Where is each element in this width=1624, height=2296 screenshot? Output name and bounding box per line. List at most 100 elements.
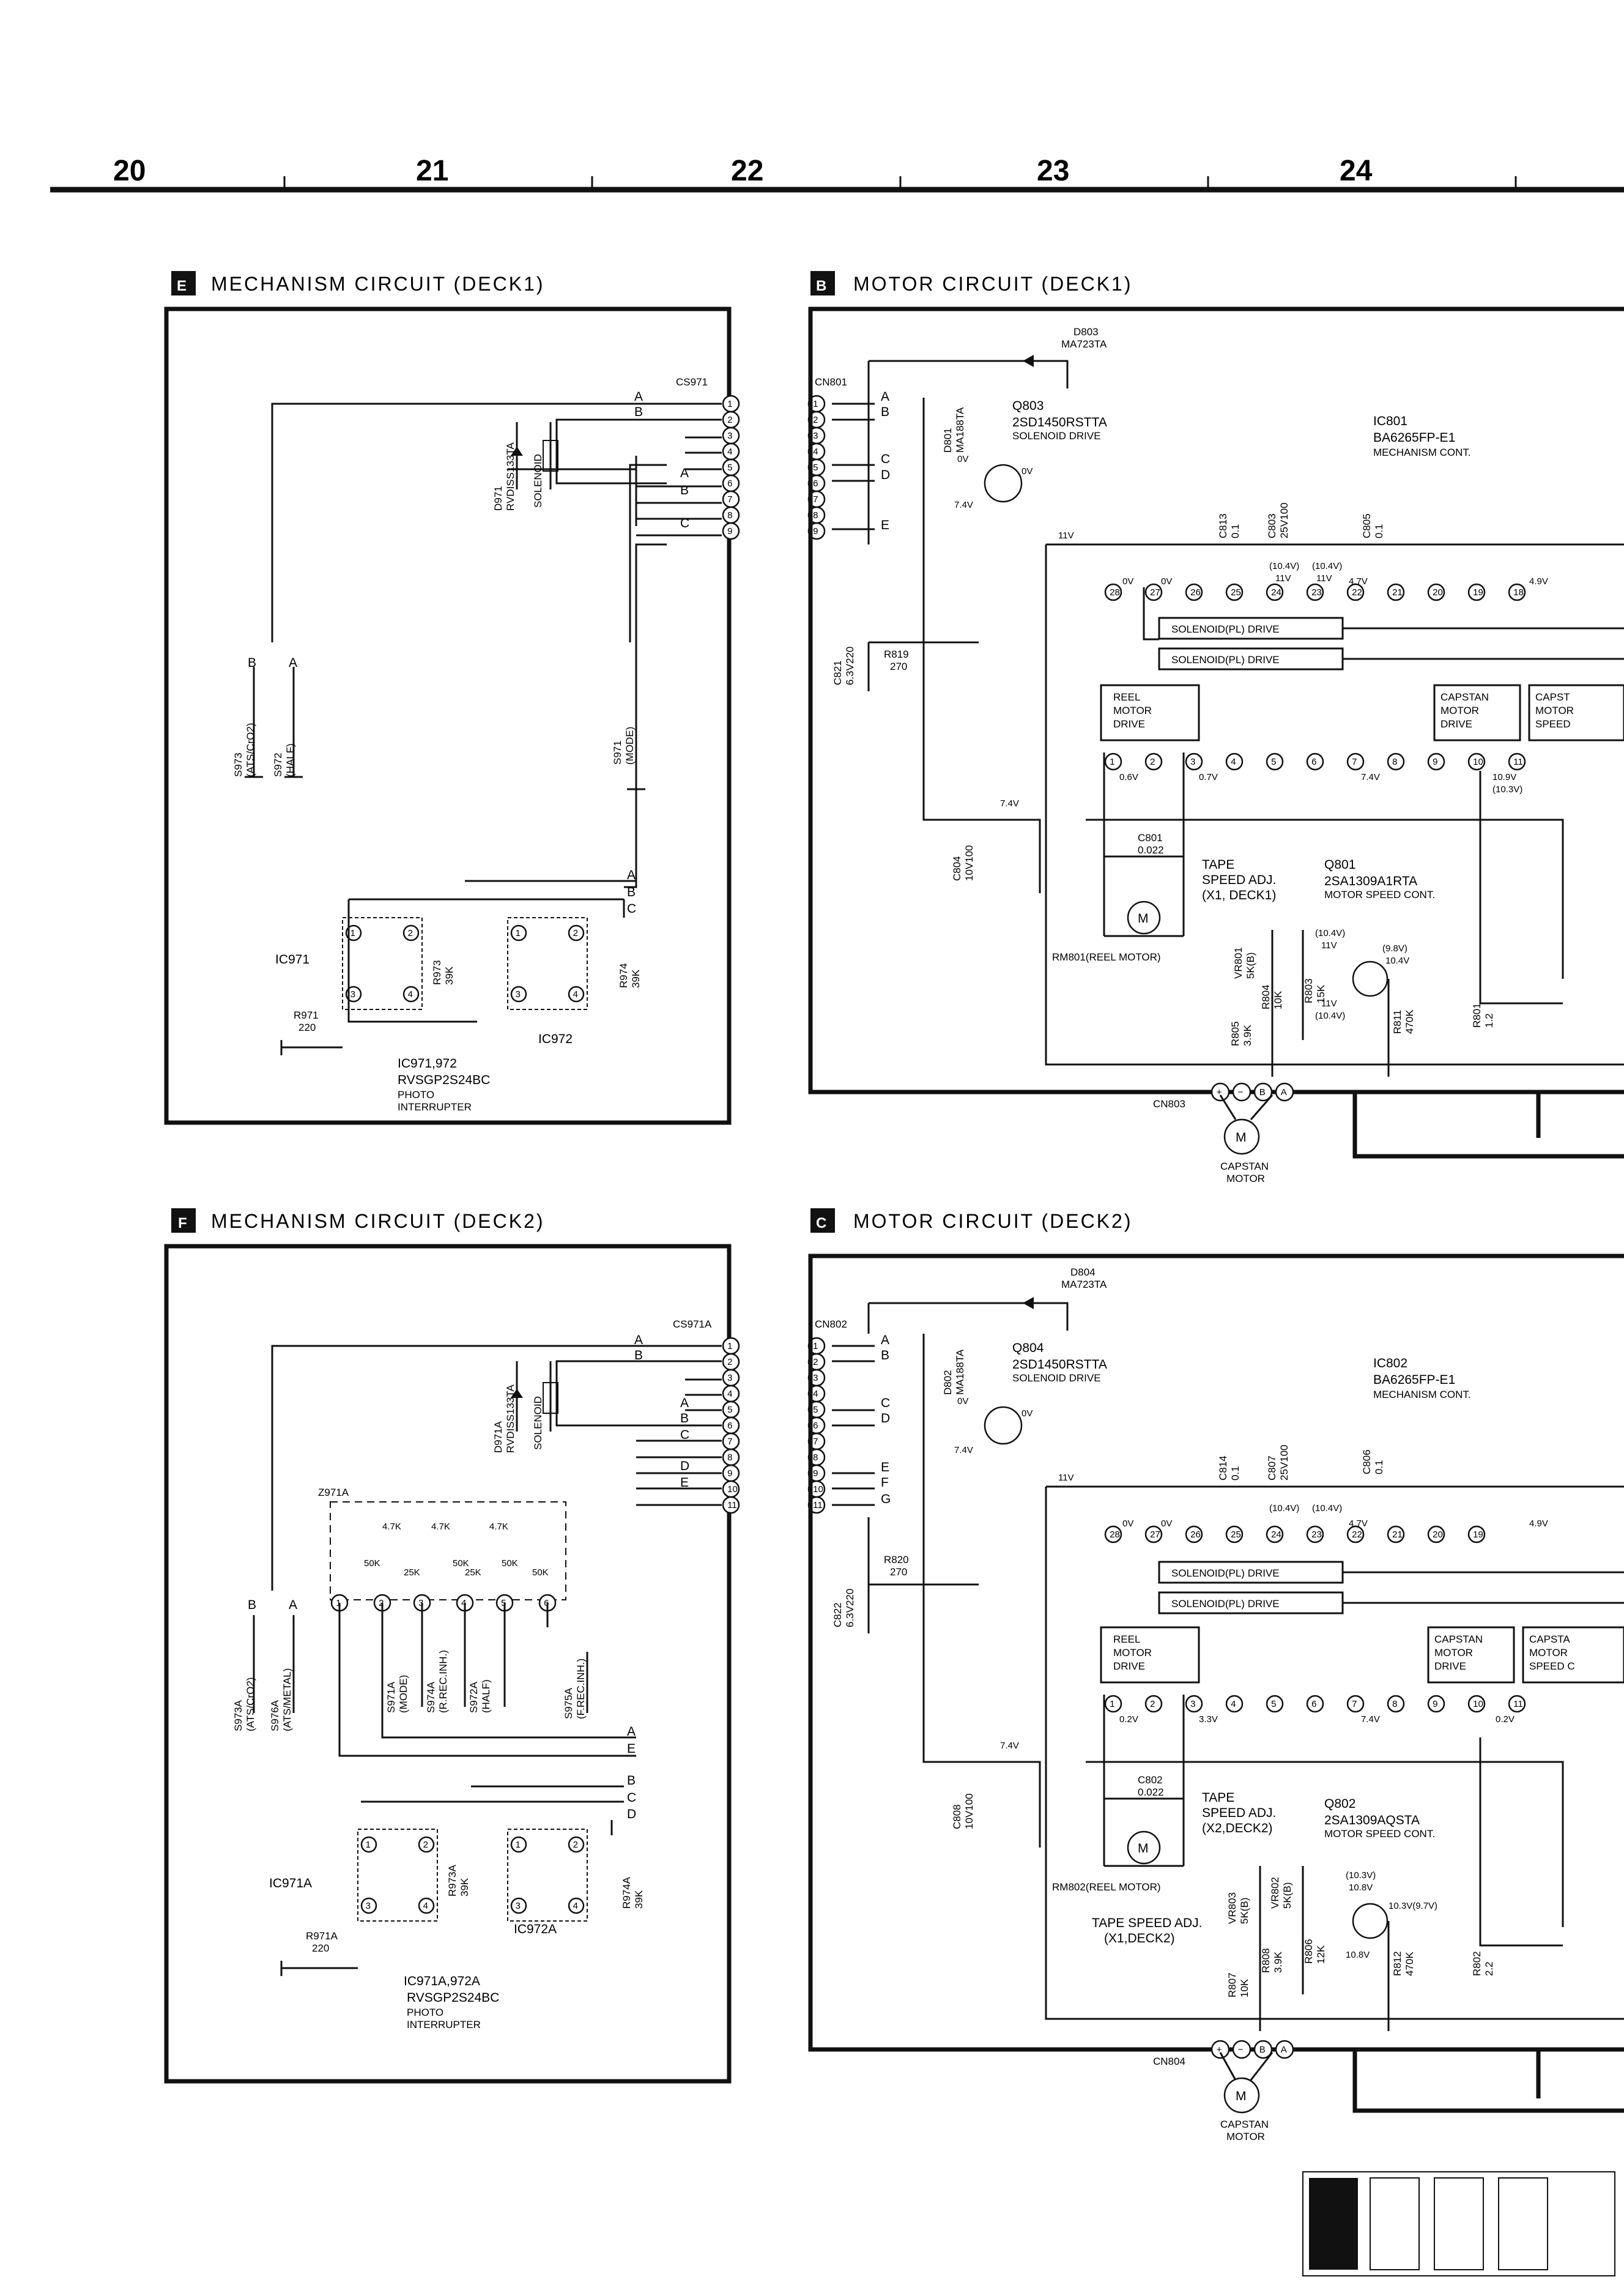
q801-label: Q801 (1324, 858, 1355, 872)
connector-pin-number: 4 (727, 447, 732, 457)
r974a: R974A (621, 1876, 632, 1909)
v-label: (10.3V) (1492, 784, 1522, 795)
line-e: E (627, 1742, 636, 1756)
ic-pin (1467, 1695, 1486, 1713)
c807-val: 25V100 (1278, 1444, 1290, 1481)
r971-value: 220 (298, 1022, 316, 1033)
line-b: B (627, 885, 636, 899)
r973-label: R973 (431, 960, 443, 985)
motor-pin (1232, 2040, 1251, 2059)
z971a-pin-number: 6 (544, 1598, 549, 1608)
z971a-label: Z971A (318, 1487, 349, 1498)
r811: R811 (1392, 1010, 1403, 1034)
v-label: 0.6V (1119, 772, 1138, 782)
photo-pin (345, 924, 362, 942)
photo-pin-number: 3 (516, 1901, 521, 1911)
r973-value: 39K (443, 966, 455, 985)
ic-pin (1266, 1525, 1284, 1544)
capstan-motor-speed: MOTOR (1529, 1647, 1568, 1659)
capstan-motor-symbol: M (1236, 2089, 1247, 2103)
r806-val: 12K (1315, 1945, 1327, 1964)
v-label: 7.4V (1000, 798, 1019, 809)
v-label: 4.9V (1529, 1518, 1548, 1529)
ic-pin (1508, 752, 1526, 771)
grid-number-22: 22 (731, 155, 763, 187)
cs971a-label: CS971A (673, 1318, 712, 1330)
s974a-func: (R.REC.INH.) (437, 1650, 449, 1713)
v-label: 0V (1161, 576, 1172, 587)
connector-pin-number: 5 (813, 463, 818, 473)
connector-pin-number: 2 (813, 1357, 818, 1367)
ic-desc2: INTERRUPTER (398, 1101, 472, 1113)
c813: C813 (1217, 513, 1229, 538)
v-label: 7.4V (1361, 772, 1380, 782)
reel-motor-drive: DRIVE (1113, 718, 1145, 730)
ic-part: RVSGP2S24BC (407, 1991, 499, 2005)
d971-part: RVDISS133TA (505, 442, 516, 511)
photo-pin-number: 4 (573, 989, 578, 1000)
c808-val: 10V100 (963, 1793, 975, 1829)
tape-adj: TAPE SPEED ADJ. (1092, 1916, 1203, 1930)
ic-pin (1427, 1525, 1445, 1544)
z971a-value: 25K (465, 1567, 481, 1578)
v-label: 11V (1321, 940, 1337, 951)
c822-val: 6.3V220 (844, 1589, 856, 1627)
c802-val: 0.022 (1138, 1786, 1164, 1798)
v-label: 0.2V (1119, 1714, 1138, 1725)
ic-pin-number: 11 (1513, 1699, 1523, 1709)
s972-ref: S972 (272, 752, 284, 777)
line-e: E (881, 518, 889, 532)
c804-val: 10V100 (963, 845, 975, 881)
motor-pin (1253, 1082, 1273, 1102)
vr802: VR802 (1269, 1877, 1281, 1909)
d801-part: MA188TA (954, 407, 966, 453)
connector-pin-number: 5 (727, 1405, 732, 1415)
photo-pin (360, 1836, 377, 1853)
v-label: 0V (1122, 576, 1133, 587)
tape-adj: TAPE (1202, 1791, 1234, 1805)
r974-value: 39K (630, 969, 642, 988)
ic-pin (1144, 752, 1163, 771)
r819: R819 (884, 648, 909, 660)
v-label: 7.4V (1361, 1714, 1380, 1725)
connector-pin-number: 2 (727, 1357, 732, 1367)
reel-motor-symbol: M (1138, 1841, 1149, 1856)
c801: C801 (1138, 832, 1163, 844)
s973a-func: (ATS/CrO2) (245, 1677, 256, 1731)
q804-part: 2SD1450RSTTA (1012, 1358, 1107, 1372)
v-label: 4.7V (1349, 576, 1368, 587)
photo-pin (402, 924, 420, 942)
ic-pin-number: 24 (1271, 587, 1281, 598)
vr803-val: 5K(B) (1239, 1898, 1250, 1924)
d971-label: D971 (492, 486, 504, 511)
r806: R806 (1303, 1939, 1314, 1964)
capstan-motor-label: MOTOR (1226, 1173, 1265, 1184)
v-label: 0V (957, 1396, 968, 1406)
ic-pin (1346, 1695, 1365, 1713)
v-label: (10.4V) (1312, 561, 1342, 571)
vr802-val: 5K(B) (1281, 1882, 1293, 1909)
photo-pin (568, 924, 585, 942)
v-label: (9.8V) (1382, 943, 1407, 954)
photo-pin-number: 3 (350, 989, 355, 1000)
photo-pin-number: 3 (366, 1901, 371, 1911)
switch-b: B (248, 656, 256, 670)
ic802-desc: MECHANISM CONT. (1373, 1389, 1471, 1400)
line-b: B (881, 405, 889, 419)
ic971a-label: IC971A (269, 1876, 312, 1890)
c814: C814 (1217, 1455, 1229, 1481)
r819-val: 270 (890, 661, 907, 672)
ic-pin-number: 10 (1473, 757, 1483, 767)
reel-motor-symbol: M (1138, 912, 1149, 926)
r808-val: 3.9K (1272, 1951, 1284, 1973)
ic-pin-number: 3 (1190, 1699, 1195, 1709)
v-label: 11V (1275, 573, 1291, 584)
connector-pin-number: 8 (813, 510, 818, 521)
connector-pin-number: 5 (813, 1405, 818, 1415)
solenoid-label: SOLENOID (532, 1396, 544, 1450)
tape-adj: SPEED ADJ. (1202, 1806, 1276, 1820)
capstan-motor-drive: MOTOR (1434, 1647, 1473, 1659)
c814-val: 0.1 (1229, 1466, 1241, 1481)
motor-pin-number: − (1238, 2045, 1244, 2055)
